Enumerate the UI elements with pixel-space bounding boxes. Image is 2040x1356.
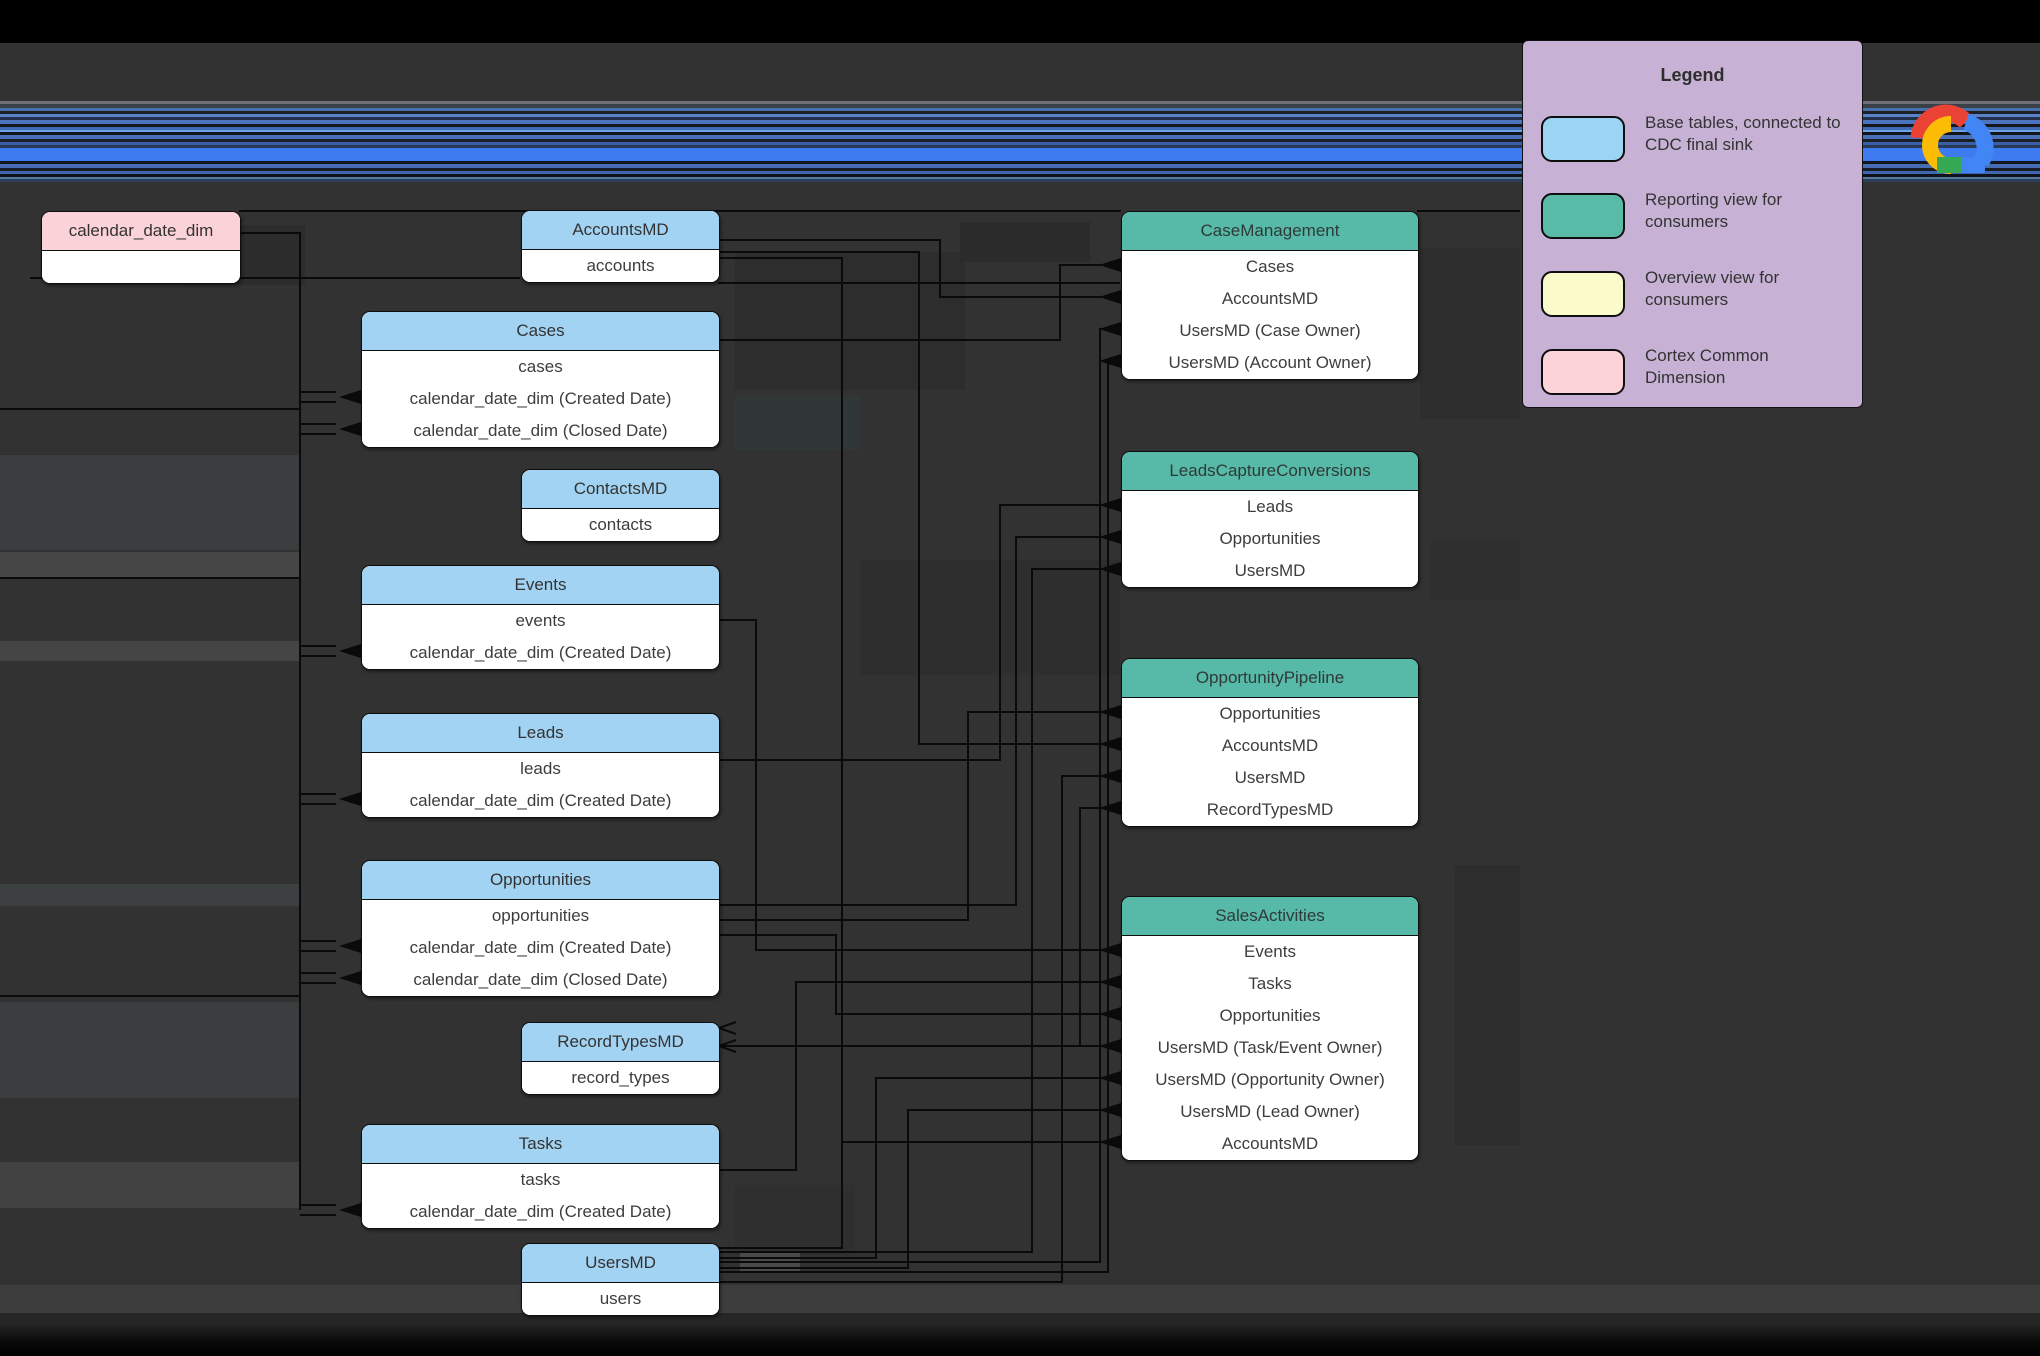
legend-panel[interactable]: Legend Base tables, connected to CDC fin… <box>1522 40 1863 408</box>
table-accountsmd[interactable]: AccountsMD accounts <box>521 210 720 283</box>
bottom-black-bar <box>0 1320 2040 1356</box>
table-usersmd[interactable]: UsersMD users <box>521 1243 720 1316</box>
table-row: AccountsMD <box>1122 283 1418 315</box>
table-row: UsersMD <box>1122 555 1418 587</box>
legend-item: Overview view for consumers <box>1523 268 1862 327</box>
table-row: accounts <box>522 250 719 282</box>
legend-swatch-base-tables <box>1541 116 1625 162</box>
table-row: calendar_date_dim (Closed Date) <box>362 415 719 447</box>
background-artifact <box>0 884 300 906</box>
legend-label: Reporting view for consumers <box>1645 190 1783 232</box>
legend-item: Reporting view for consumers <box>1523 190 1862 249</box>
table-row: UsersMD (Lead Owner) <box>1122 1096 1418 1128</box>
table-row: Opportunities <box>1122 698 1418 730</box>
background-artifact <box>0 1002 300 1098</box>
table-calendar-date-dim[interactable]: calendar_date_dim <box>41 211 241 284</box>
background-artifact <box>860 560 1120 675</box>
table-row: Tasks <box>1122 968 1418 1000</box>
table-title: CaseManagement <box>1122 212 1418 251</box>
table-events[interactable]: Events events calendar_date_dim (Created… <box>361 565 720 670</box>
view-leads-capture-conversions[interactable]: LeadsCaptureConversions Leads Opportunit… <box>1121 451 1419 588</box>
table-title: LeadsCaptureConversions <box>1122 452 1418 491</box>
table-title: Tasks <box>362 1125 719 1164</box>
background-artifact <box>0 552 300 578</box>
table-row: calendar_date_dim (Created Date) <box>362 932 719 964</box>
table-row: calendar_date_dim (Created Date) <box>362 785 719 817</box>
background-artifact <box>0 1162 300 1208</box>
background-artifact <box>0 1285 2040 1313</box>
table-title: Opportunities <box>362 861 719 900</box>
table-row: UsersMD (Account Owner) <box>1122 347 1418 379</box>
background-artifact <box>735 252 965 390</box>
table-title: UsersMD <box>522 1244 719 1283</box>
table-title: AccountsMD <box>522 211 719 250</box>
top-black-bar <box>0 0 2040 43</box>
table-leads[interactable]: Leads leads calendar_date_dim (Created D… <box>361 713 720 818</box>
table-row: record_types <box>522 1062 719 1094</box>
table-row: events <box>362 605 719 637</box>
table-row: UsersMD <box>1122 762 1418 794</box>
table-title: Events <box>362 566 719 605</box>
table-title: Leads <box>362 714 719 753</box>
table-row: cases <box>362 351 719 383</box>
table-row: users <box>522 1283 719 1315</box>
background-artifact <box>1455 865 1520 1145</box>
table-title: ContactsMD <box>522 470 719 509</box>
legend-swatch-reporting-view <box>1541 193 1625 239</box>
table-title: calendar_date_dim <box>42 212 240 251</box>
table-row: UsersMD (Case Owner) <box>1122 315 1418 347</box>
background-artifact <box>735 395 860 450</box>
table-contactsmd[interactable]: ContactsMD contacts <box>521 469 720 542</box>
background-artifact <box>735 1185 855 1255</box>
table-row: Opportunities <box>1122 523 1418 555</box>
table-row: AccountsMD <box>1122 730 1418 762</box>
view-opportunity-pipeline[interactable]: OpportunityPipeline Opportunities Accoun… <box>1121 658 1419 827</box>
table-title: RecordTypesMD <box>522 1023 719 1062</box>
table-cases[interactable]: Cases cases calendar_date_dim (Created D… <box>361 311 720 448</box>
table-row: calendar_date_dim (Closed Date) <box>362 964 719 996</box>
table-row: calendar_date_dim (Created Date) <box>362 1196 719 1228</box>
legend-label: Overview view for consumers <box>1645 268 1780 310</box>
table-row: Cases <box>1122 251 1418 283</box>
table-row: UsersMD (Opportunity Owner) <box>1122 1064 1418 1096</box>
legend-item: Cortex Common Dimension <box>1523 346 1862 405</box>
table-row: AccountsMD <box>1122 1128 1418 1160</box>
table-row: opportunities <box>362 900 719 932</box>
background-artifact <box>0 641 300 661</box>
google-cloud-logo <box>1910 104 1994 174</box>
background-artifact <box>0 455 300 550</box>
table-opportunities[interactable]: Opportunities opportunities calendar_dat… <box>361 860 720 997</box>
view-case-management[interactable]: CaseManagement Cases AccountsMD UsersMD … <box>1121 211 1419 380</box>
table-row: tasks <box>362 1164 719 1196</box>
table-recordtypesmd[interactable]: RecordTypesMD record_types <box>521 1022 720 1095</box>
table-row: UsersMD (Task/Event Owner) <box>1122 1032 1418 1064</box>
background-artifact <box>960 222 1090 262</box>
legend-swatch-overview-view <box>1541 271 1625 317</box>
table-title: OpportunityPipeline <box>1122 659 1418 698</box>
table-row: Leads <box>1122 491 1418 523</box>
table-row: contacts <box>522 509 719 541</box>
background-artifact <box>1430 540 1520 600</box>
table-title: SalesActivities <box>1122 897 1418 936</box>
background-artifact <box>0 1313 2040 1323</box>
table-row <box>42 251 240 283</box>
legend-swatch-cortex-dimension <box>1541 349 1625 395</box>
table-row: calendar_date_dim (Created Date) <box>362 383 719 415</box>
table-tasks[interactable]: Tasks tasks calendar_date_dim (Created D… <box>361 1124 720 1229</box>
table-title: Cases <box>362 312 719 351</box>
view-sales-activities[interactable]: SalesActivities Events Tasks Opportuniti… <box>1121 896 1419 1161</box>
table-row: calendar_date_dim (Created Date) <box>362 637 719 669</box>
legend-item: Base tables, connected to CDC final sink <box>1523 113 1862 172</box>
legend-label: Base tables, connected to CDC final sink <box>1645 113 1841 155</box>
table-row: Events <box>1122 936 1418 968</box>
table-row: RecordTypesMD <box>1122 794 1418 826</box>
legend-label: Cortex Common Dimension <box>1645 346 1769 388</box>
table-row: leads <box>362 753 719 785</box>
legend-title: Legend <box>1660 65 1725 85</box>
table-row: Opportunities <box>1122 1000 1418 1032</box>
background-artifact <box>1420 248 1520 418</box>
